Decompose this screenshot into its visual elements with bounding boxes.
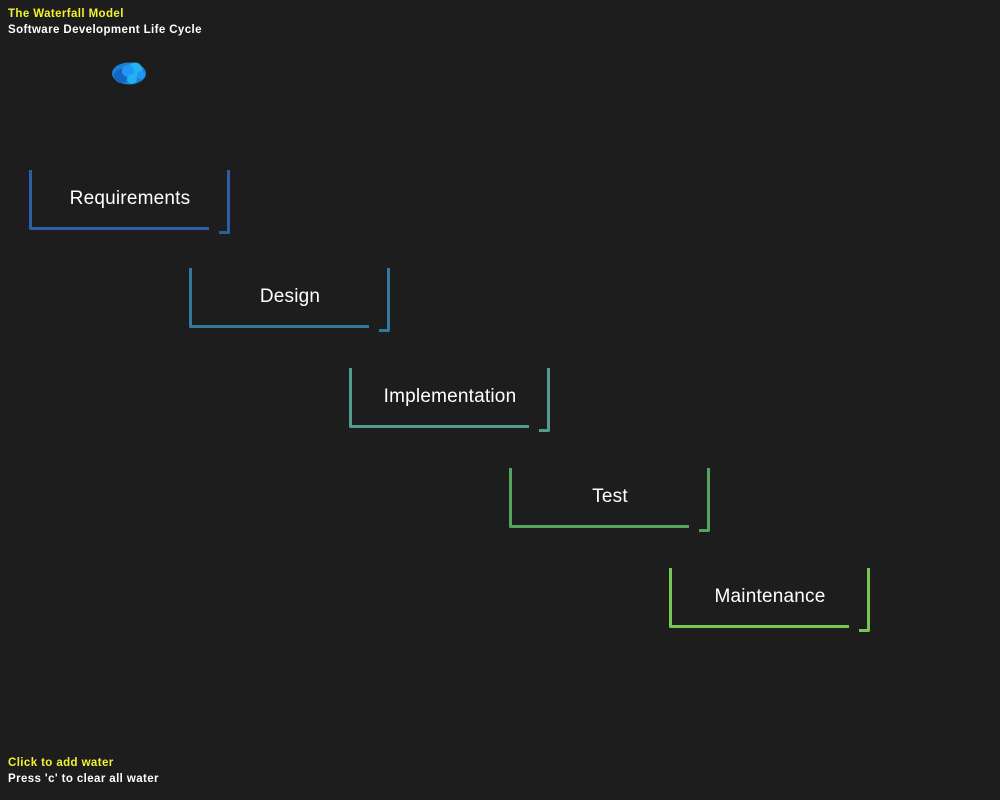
hint-add-water: Click to add water bbox=[8, 757, 114, 769]
stage-container-test: Test bbox=[509, 467, 711, 533]
page-title: The Waterfall Model bbox=[8, 8, 124, 20]
stage-label-implementation: Implementation bbox=[383, 386, 517, 407]
hint-clear-water: Press 'c' to clear all water bbox=[8, 773, 159, 785]
container-walls bbox=[669, 568, 870, 632]
water-blob bbox=[112, 62, 146, 85]
stage-container-implementation: Implementation bbox=[349, 367, 551, 433]
stage-label-test: Test bbox=[592, 486, 628, 507]
stage-container-requirements: Requirements bbox=[29, 169, 231, 235]
stage-container-maintenance: Maintenance bbox=[669, 567, 871, 633]
container-walls bbox=[29, 170, 230, 234]
stage-label-design: Design bbox=[259, 286, 321, 307]
page-subtitle: Software Development Life Cycle bbox=[8, 24, 202, 36]
container-walls bbox=[349, 368, 550, 432]
stage-label-maintenance: Maintenance bbox=[714, 586, 826, 607]
container-walls bbox=[189, 268, 390, 332]
stage-container-design: Design bbox=[189, 267, 391, 333]
container-walls bbox=[509, 468, 710, 532]
stage-label-requirements: Requirements bbox=[69, 188, 191, 209]
